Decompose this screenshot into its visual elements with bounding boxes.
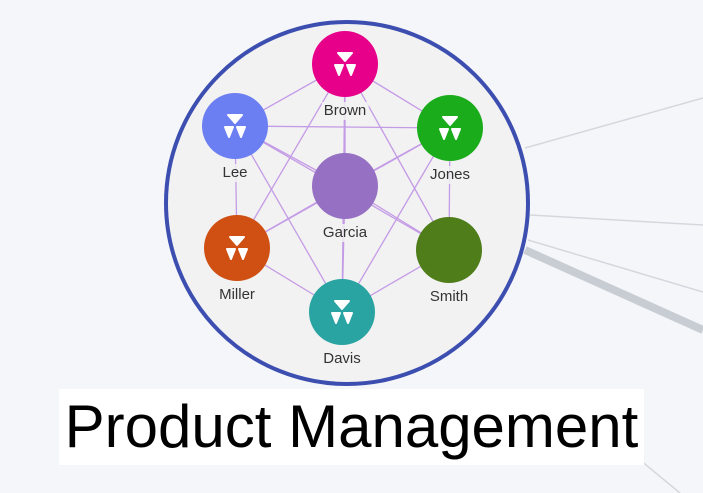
node-label-miller: Miller	[217, 286, 257, 304]
node-miller[interactable]	[204, 215, 270, 281]
node-smith[interactable]	[416, 217, 482, 283]
node-lee[interactable]	[202, 93, 268, 159]
external-edge	[524, 97, 703, 149]
node-davis[interactable]	[309, 279, 375, 345]
node-label-smith: Smith	[427, 288, 471, 306]
triad-icon	[224, 114, 246, 138]
external-edge	[523, 246, 703, 334]
triad-icon	[226, 236, 248, 260]
node-label-jones: Jones	[427, 166, 473, 184]
group-title: Product Management	[58, 389, 645, 465]
node-label-garcia: Garcia	[320, 224, 370, 242]
edge-lee-jones	[234, 125, 451, 129]
triad-icon	[331, 300, 353, 324]
external-edge	[529, 214, 703, 226]
node-garcia[interactable]	[312, 153, 378, 219]
external-edge	[527, 239, 703, 293]
node-label-davis: Davis	[321, 350, 363, 368]
triad-icon	[439, 116, 461, 140]
triad-icon	[334, 52, 356, 76]
node-label-lee: Lee	[220, 164, 250, 182]
node-brown[interactable]	[312, 31, 378, 97]
edge-jones-davis	[341, 127, 451, 313]
node-jones[interactable]	[417, 95, 483, 161]
node-label-brown: Brown	[321, 102, 369, 120]
external-edge	[639, 459, 681, 493]
group-title-container: Product Management	[0, 388, 703, 466]
